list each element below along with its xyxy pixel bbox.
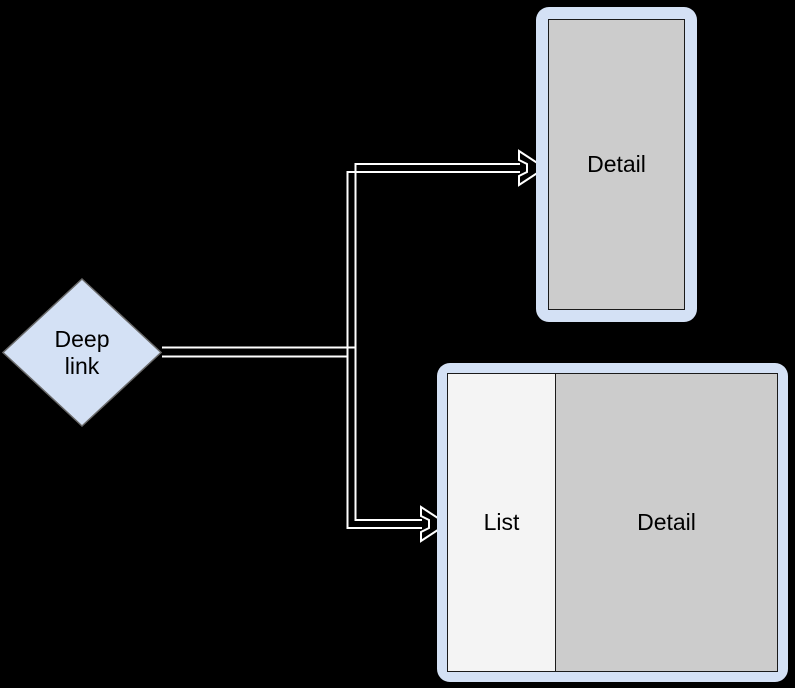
connector-deep-link-to-list-detail xyxy=(346,347,449,543)
detail-only-screen: Detail xyxy=(548,19,685,310)
node-list-detail-device[interactable]: List Detail xyxy=(437,363,788,682)
panel-detail[interactable]: Detail xyxy=(549,20,684,309)
panel-list[interactable]: List xyxy=(448,374,556,671)
node-detail-only-device[interactable]: Detail xyxy=(536,7,697,322)
deep-link-label-line1: Deep xyxy=(54,325,110,352)
panel-detail[interactable]: Detail xyxy=(556,374,777,671)
node-deep-link-label: Deep link xyxy=(2,278,162,427)
deep-link-label-line2: link xyxy=(64,352,100,379)
list-detail-screen: List Detail xyxy=(447,373,778,672)
connector-deep-link-to-detail xyxy=(162,149,547,358)
diamond-shape xyxy=(2,278,162,427)
node-deep-link[interactable]: Deep link xyxy=(2,278,162,427)
